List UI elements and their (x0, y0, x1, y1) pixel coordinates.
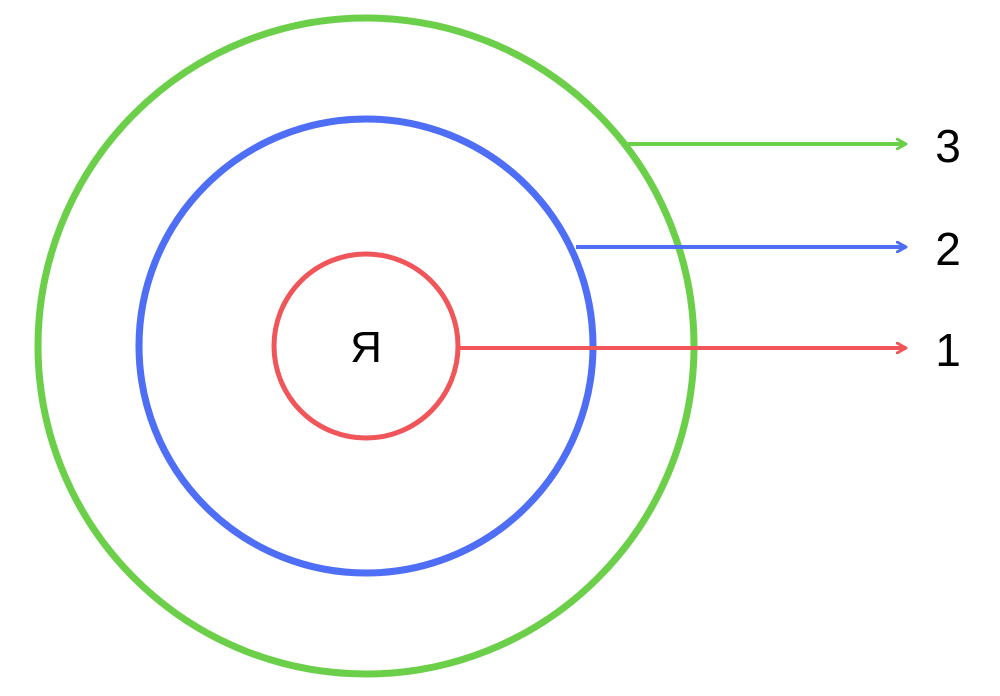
label-3: 3 (935, 120, 961, 172)
label-1: 1 (935, 324, 961, 376)
center-label: Я (350, 323, 382, 372)
label-2: 2 (935, 223, 961, 275)
